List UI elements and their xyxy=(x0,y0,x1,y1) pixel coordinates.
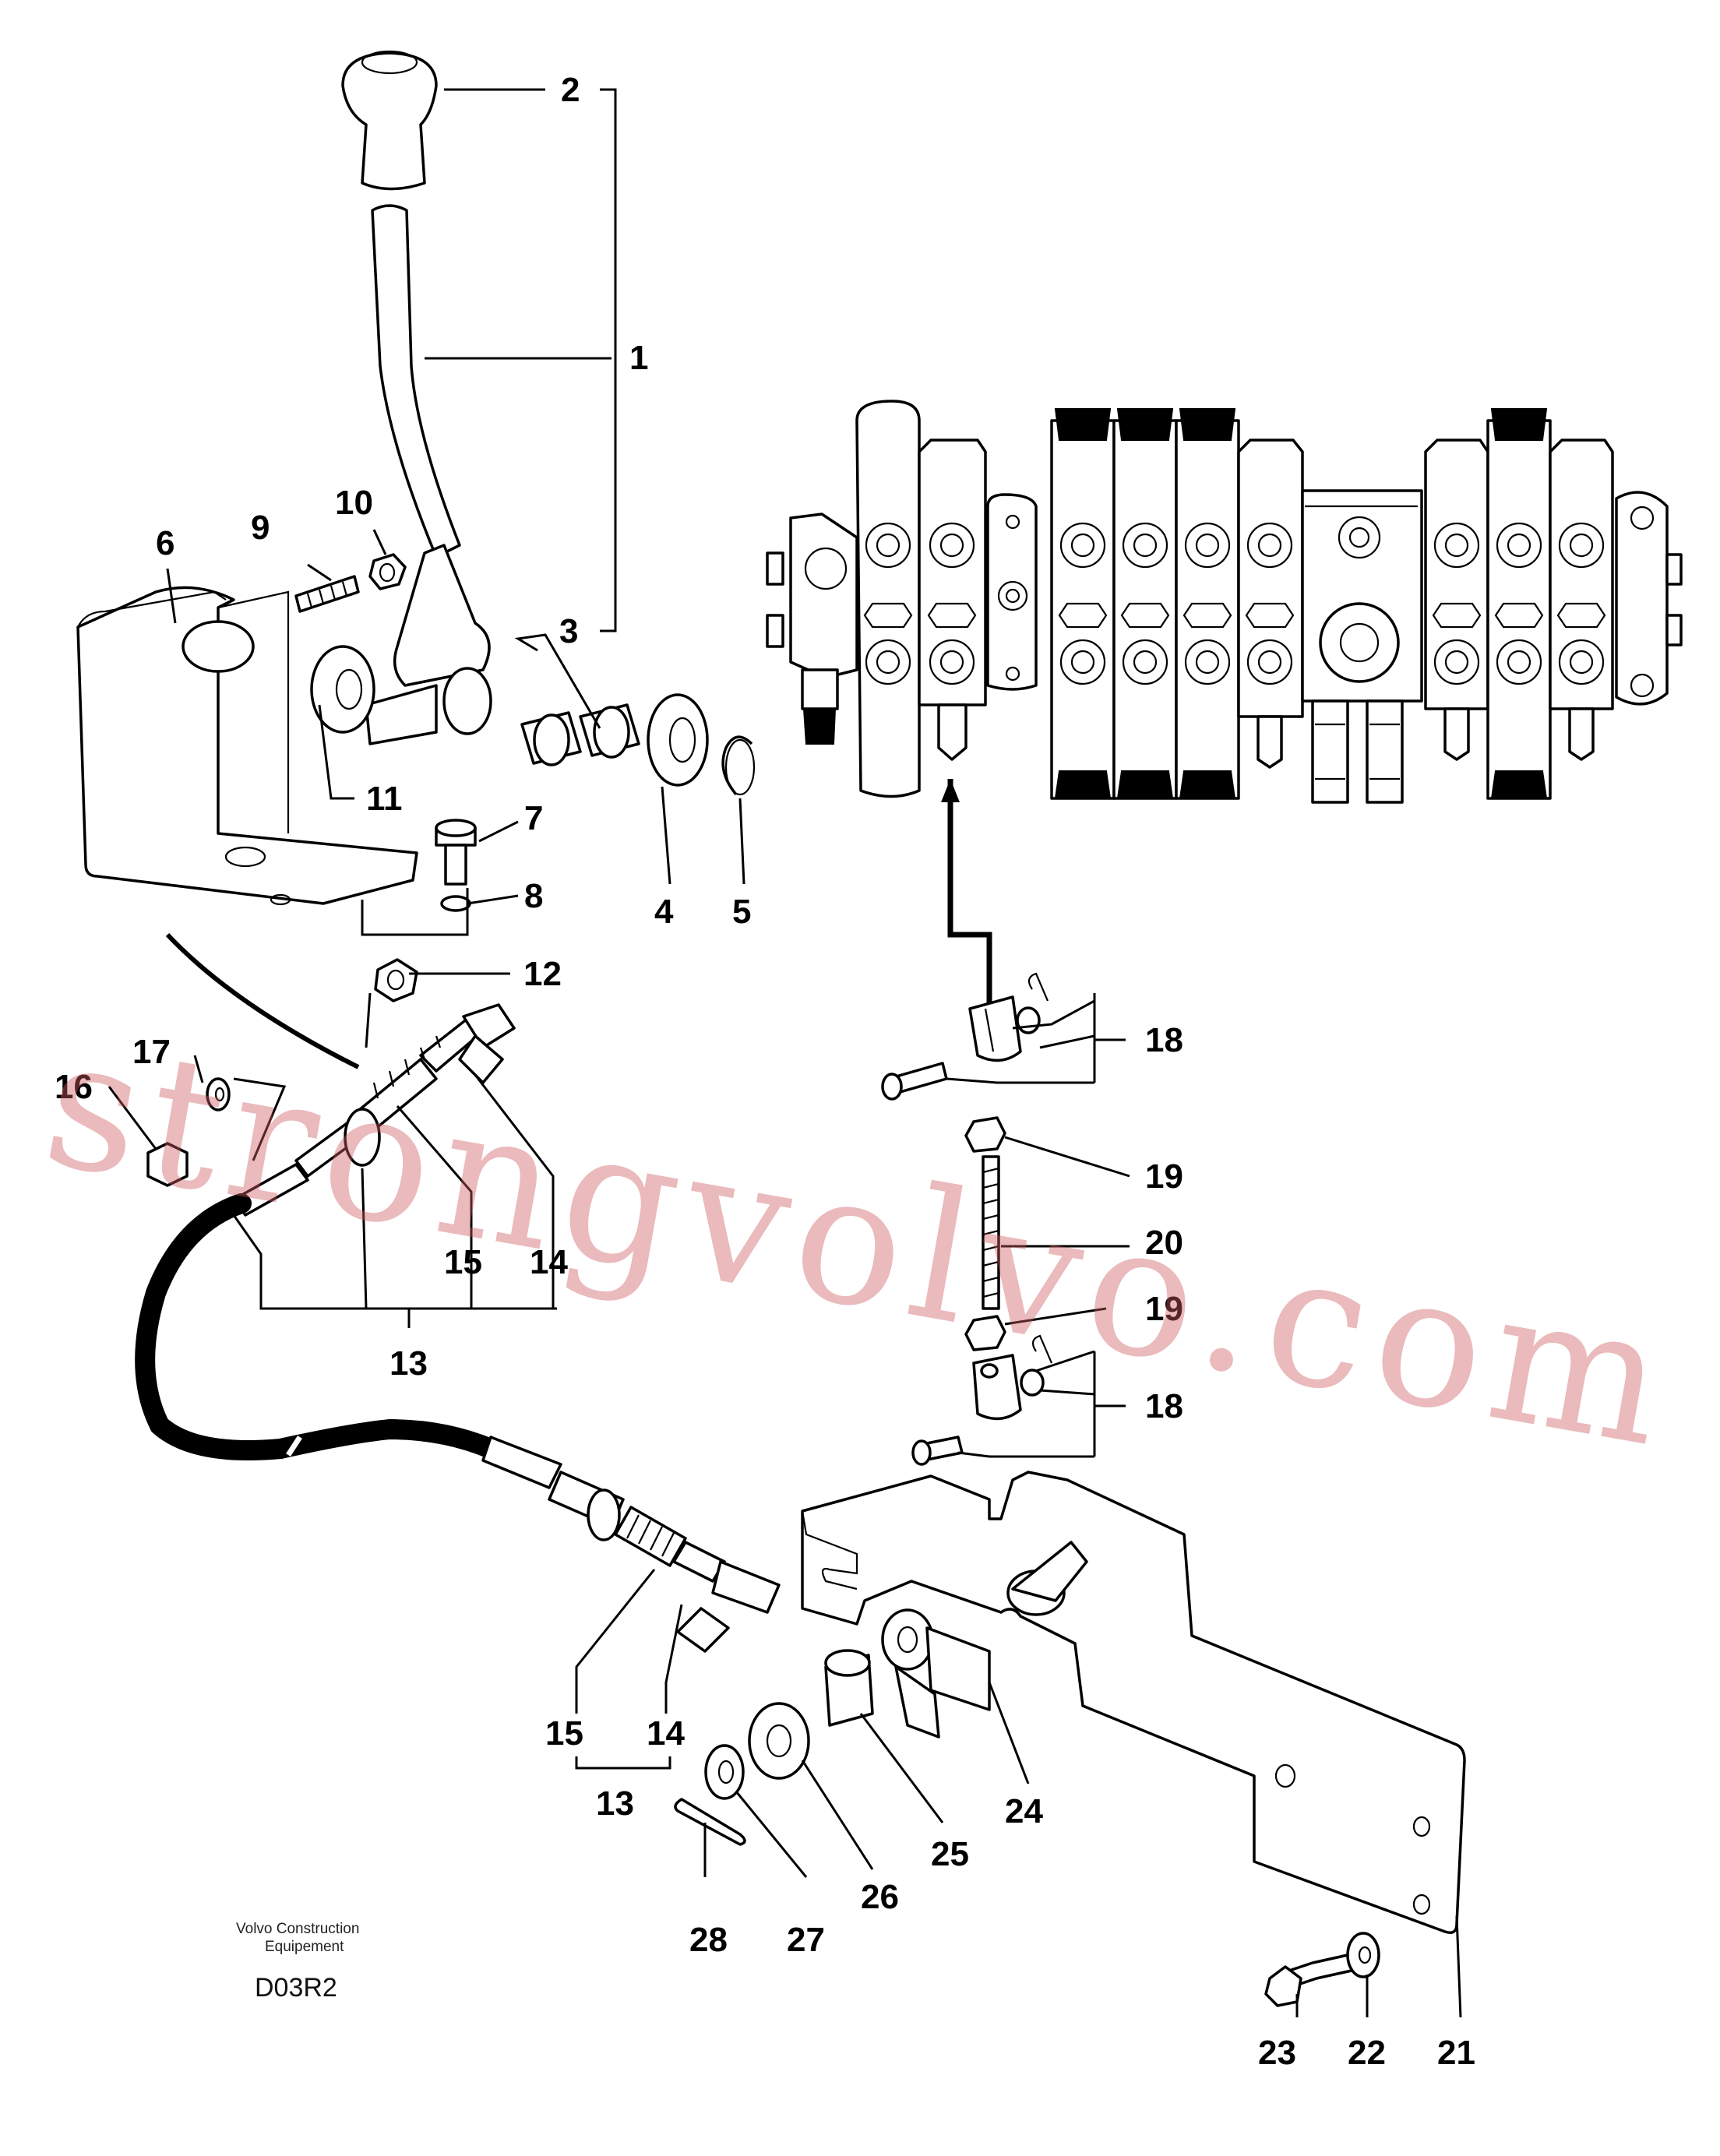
valve-end-cover xyxy=(1615,491,1683,706)
valve-inlet-section xyxy=(1301,489,1423,804)
valve-section-5 xyxy=(1175,408,1240,800)
valve-section-7 xyxy=(1424,439,1489,761)
bushing-25 xyxy=(824,1649,874,1727)
callout-14b: 14 xyxy=(647,1714,685,1753)
control-lever xyxy=(365,204,492,745)
valve-section-6 xyxy=(1237,439,1304,769)
credit-line-1: Volvo Construction xyxy=(236,1921,359,1937)
callout-22: 22 xyxy=(1348,2034,1386,2072)
callout-10: 10 xyxy=(335,484,373,522)
callout-13a: 13 xyxy=(389,1344,428,1383)
screw-23 xyxy=(1264,1953,1353,2007)
washer-22 xyxy=(1346,1932,1380,1978)
nut-12 xyxy=(374,958,418,1002)
clevis-upper xyxy=(881,972,1049,1101)
washer-27 xyxy=(704,1744,745,1800)
callout-25: 25 xyxy=(931,1835,969,1873)
lever-bracket xyxy=(76,586,418,906)
washer-8 xyxy=(440,895,471,912)
callout-19b: 19 xyxy=(1145,1290,1183,1328)
callout-18a: 18 xyxy=(1145,1021,1183,1059)
nut-19-lower xyxy=(964,1315,1006,1351)
callout-27: 27 xyxy=(787,1921,825,1959)
callout-8: 8 xyxy=(524,877,543,915)
callout-20: 20 xyxy=(1145,1224,1183,1262)
bushings xyxy=(520,703,640,766)
washer-17 xyxy=(206,1077,231,1111)
valve-section-2 xyxy=(918,439,987,761)
cotter-pin-28 xyxy=(674,1798,746,1846)
valve-end-plate xyxy=(986,493,1038,691)
bushing-26 xyxy=(748,1702,810,1780)
callout-15b: 15 xyxy=(545,1714,583,1753)
valve-section-4 xyxy=(1112,408,1178,800)
callout-4: 4 xyxy=(654,893,674,931)
callout-19a: 19 xyxy=(1145,1157,1183,1196)
valve-section-8 xyxy=(1486,408,1552,800)
washer-11 xyxy=(310,645,375,734)
valve-section-1 xyxy=(855,400,921,798)
callout-13b: 13 xyxy=(596,1784,634,1823)
callout-15a: 15 xyxy=(444,1243,482,1281)
lever-knob xyxy=(341,50,438,191)
lever-arm-24 xyxy=(881,1608,991,1739)
screw-7 xyxy=(435,819,477,886)
leader-lines xyxy=(108,88,1462,2018)
callout-labels: 2 1 3 4 5 6 7 8 9 10 11 12 17 16 15 14 1… xyxy=(55,71,1475,2072)
callout-16: 16 xyxy=(55,1068,93,1106)
callout-3: 3 xyxy=(559,612,578,650)
watermark: strongvolvo.com xyxy=(31,998,1678,1487)
callout-18b: 18 xyxy=(1145,1387,1183,1425)
mounting-plate xyxy=(801,1471,1466,1934)
callout-11: 11 xyxy=(366,780,403,818)
callout-14a: 14 xyxy=(530,1243,568,1281)
cable-lower-end xyxy=(481,1436,781,1653)
credit-line-2: Equipement xyxy=(265,1939,344,1955)
nut-19-upper xyxy=(964,1116,1006,1153)
bolt-16 xyxy=(146,1142,189,1187)
circlip-5 xyxy=(721,735,756,796)
callout-6: 6 xyxy=(156,524,174,562)
callout-7: 7 xyxy=(524,799,543,837)
control-cable xyxy=(135,1193,501,1460)
callout-28: 28 xyxy=(689,1921,728,1959)
callout-24: 24 xyxy=(1005,1792,1043,1830)
valve-section-9 xyxy=(1549,439,1614,761)
drawing-code: D03R2 xyxy=(255,1973,337,2003)
valve-section-3 xyxy=(1050,408,1116,800)
washer-4 xyxy=(647,693,709,787)
callout-17: 17 xyxy=(132,1033,171,1071)
callout-2: 2 xyxy=(561,71,580,109)
callout-5: 5 xyxy=(732,893,751,931)
callout-26: 26 xyxy=(861,1878,899,1916)
callout-1: 1 xyxy=(629,339,648,377)
callout-9: 9 xyxy=(251,509,270,547)
callout-21: 21 xyxy=(1437,2034,1475,2072)
callout-23: 23 xyxy=(1258,2034,1296,2072)
control-valve xyxy=(766,400,1683,804)
nut-10 xyxy=(368,553,407,590)
threaded-rod-20 xyxy=(982,1155,1000,1310)
stud-9 xyxy=(294,575,360,613)
callout-12: 12 xyxy=(523,955,562,993)
